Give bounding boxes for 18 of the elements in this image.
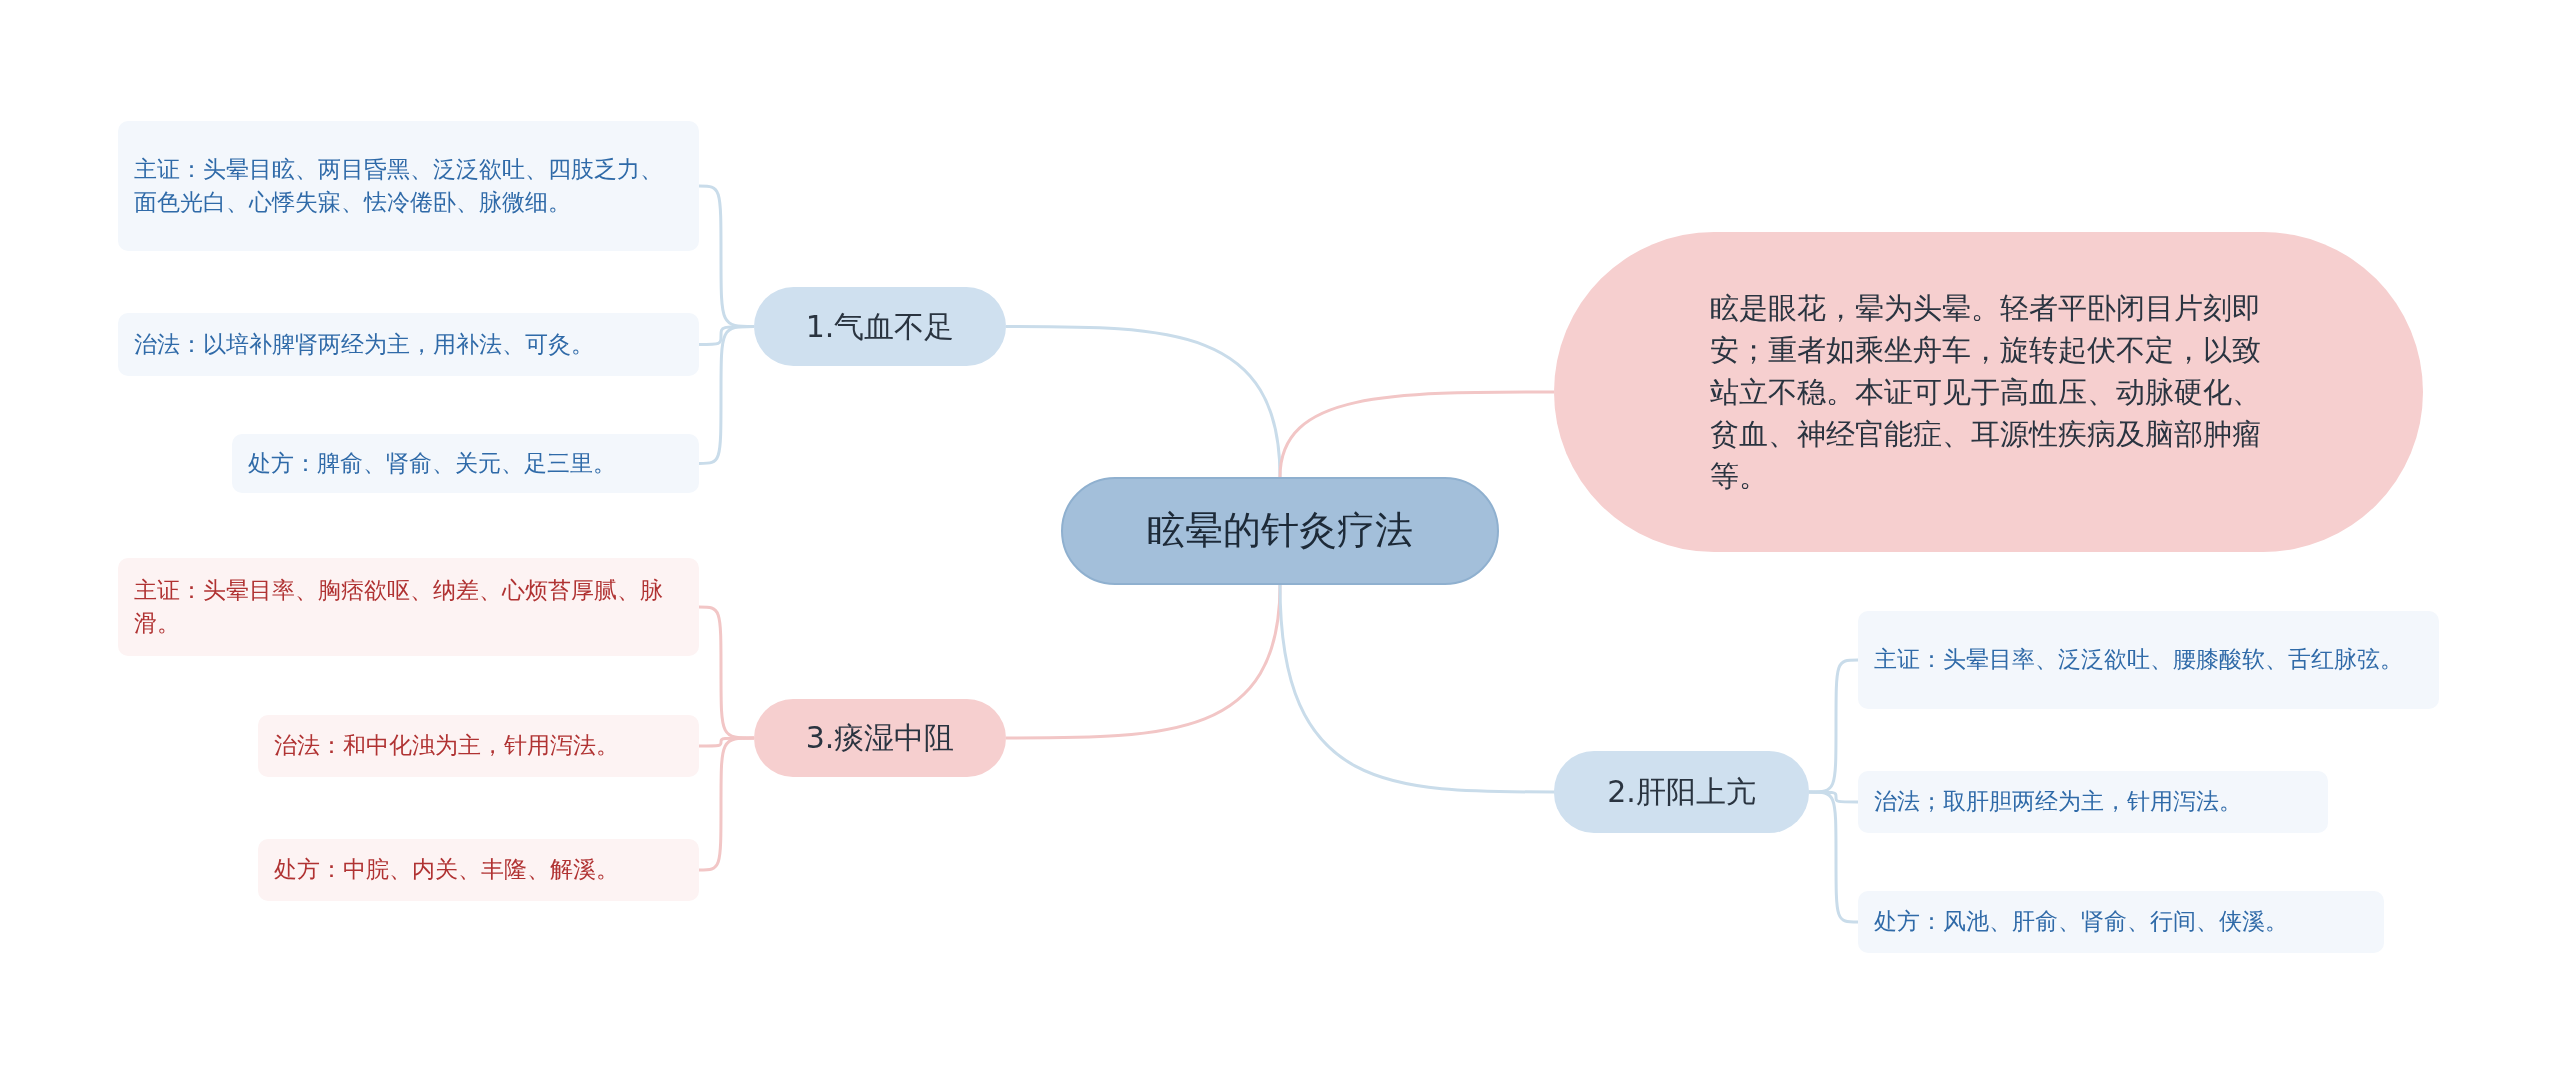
description-box: 眩是眼花，晕为头晕。轻者平卧闭目片刻即安；重者如乘坐舟车，旋转起伏不定，以致站立不稳。本证可见于高血压、动脉硬化、贫血、神经官能症、耳源性疾病及脑部肿瘤等。: [1554, 232, 2423, 552]
detail-box: 处方：风池、肝俞、肾俞、行间、侠溪。: [1858, 891, 2384, 953]
detail-box: 处方：脾俞、肾俞、关元、足三里。: [232, 434, 699, 493]
detail-box: 主证：头晕目率、泛泛欲吐、腰膝酸软、舌红脉弦。: [1858, 611, 2439, 709]
central-topic-box: 眩晕的针灸疗法: [1061, 477, 1499, 585]
detail-box: 主证：头晕目率、胸痞欲呕、纳差、心烦苔厚腻、脉滑。: [118, 558, 699, 656]
branch-topic-box: 2.肝阳上亢: [1554, 751, 1809, 833]
connector: [1006, 584, 1282, 740]
connector: [1278, 584, 1554, 794]
detail-box: 治法；取肝胆两经为主，针用泻法。: [1858, 771, 2328, 833]
branch-topic-box: 1.气血不足: [754, 287, 1006, 366]
detail-box: 主证：头晕目眩、两目昏黑、泛泛欲吐、四肢乏力、面色光白、心悸失寐、怯冷倦卧、脉微细。: [118, 121, 699, 251]
branch-topic-box: 3.痰湿中阻: [754, 699, 1006, 777]
connector: [1278, 390, 1554, 478]
detail-box: 治法：和中化浊为主，针用泻法。: [258, 715, 699, 777]
detail-box: 处方：中脘、内关、丰隆、解溪。: [258, 839, 699, 901]
detail-box: 治法：以培补脾肾两经为主，用补法、可灸。: [118, 313, 699, 376]
connector: [1006, 325, 1282, 478]
